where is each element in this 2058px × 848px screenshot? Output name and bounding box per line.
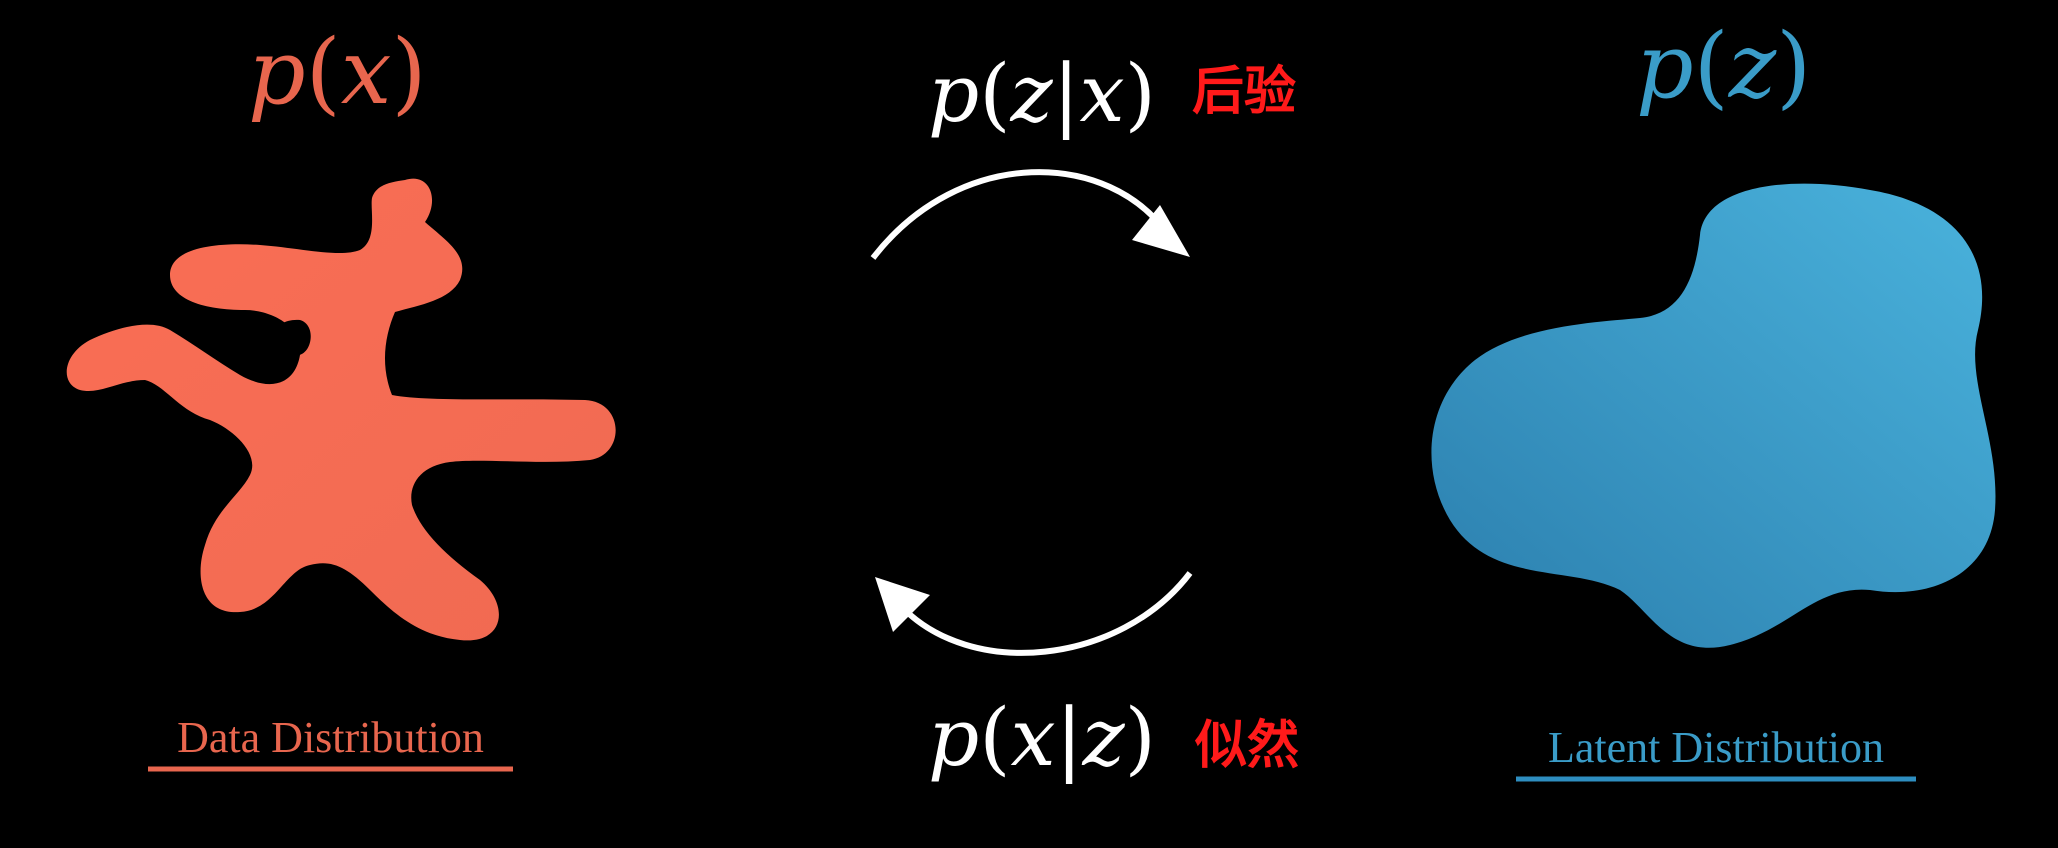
formula-var-b: z — [1082, 691, 1125, 784]
data-distribution-blob — [66, 178, 616, 641]
latent-distribution-formula: p(z) — [1636, 22, 1811, 112]
likelihood-arc — [897, 571, 1193, 656]
likelihood-label: 似然 — [1195, 716, 1300, 776]
formula-fn: p — [248, 20, 306, 125]
formula-var-a: x — [1010, 691, 1056, 784]
formula-close-paren: ) — [1124, 691, 1156, 784]
formula-var: x — [340, 20, 392, 125]
formula-close-paren: ) — [1124, 47, 1156, 140]
blob-hole — [276, 319, 311, 356]
posterior-arrowhead — [1132, 205, 1190, 257]
formula-fn: p — [928, 691, 980, 784]
formula-open-paren: ( — [979, 47, 1011, 140]
formula-close-paren: ) — [391, 20, 427, 125]
formula-var: z — [1728, 14, 1777, 119]
formula-open-paren: ( — [1693, 14, 1729, 119]
formula-close-paren: ) — [1776, 14, 1812, 119]
formula-open-paren: ( — [305, 20, 341, 125]
likelihood-arrowhead — [875, 577, 930, 632]
formula-var-a: z — [1010, 47, 1053, 140]
formula-var-b: x — [1079, 47, 1125, 140]
latent-distribution-blob — [1431, 183, 1996, 648]
data-distribution-caption: Data Distribution — [177, 713, 484, 762]
formula-fn: p — [928, 47, 980, 140]
latent-distribution-caption: Latent Distribution — [1547, 723, 1885, 772]
posterior-formula: p(z|x) — [928, 54, 1156, 134]
posterior-arc — [870, 169, 1171, 260]
posterior-label: 后验 — [1192, 62, 1297, 122]
formula-bar: | — [1055, 691, 1083, 784]
formula-open-paren: ( — [979, 691, 1011, 784]
data-distribution-formula: p(x) — [248, 28, 427, 118]
likelihood-formula: p(x|z) — [928, 698, 1156, 778]
formula-fn: p — [1636, 14, 1694, 119]
formula-bar: | — [1052, 47, 1080, 140]
